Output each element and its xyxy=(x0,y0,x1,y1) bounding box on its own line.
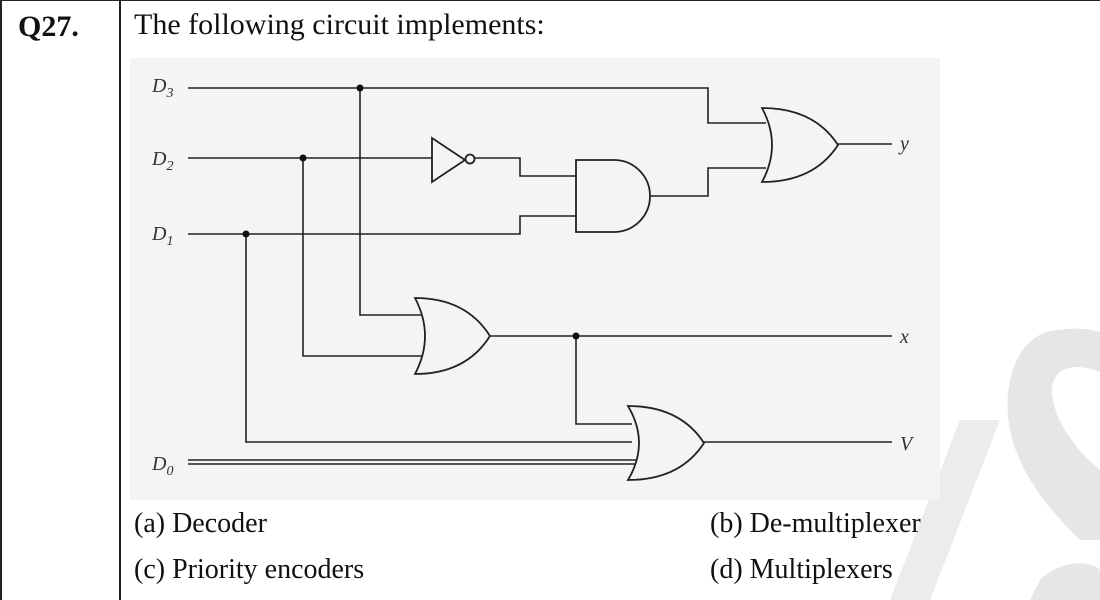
table-left-border xyxy=(0,0,2,600)
option-a: (a) Decoder xyxy=(134,508,267,539)
question-number: Q27. xyxy=(18,10,79,43)
output-label-v: V xyxy=(900,433,915,455)
wire-d3-branch xyxy=(359,88,422,316)
input-label-d1: D1 xyxy=(151,223,173,249)
wire-and-out xyxy=(650,167,766,197)
table-column-divider xyxy=(119,0,121,600)
junction-d1 xyxy=(242,230,250,238)
junction-x xyxy=(572,332,580,340)
not-gate xyxy=(431,136,467,184)
option-c: (c) Priority encoders xyxy=(134,554,365,585)
input-label-d0: D0 xyxy=(151,453,173,479)
wire-d3 xyxy=(188,87,766,124)
output-label-x: x xyxy=(899,326,909,348)
or-gate-y xyxy=(760,107,840,183)
table-top-border xyxy=(0,0,1100,1)
wire-d1-branch xyxy=(245,234,632,443)
circuit-diagram: D3 D2 D1 D0 y x V xyxy=(130,58,940,500)
input-label-d2: D2 xyxy=(151,148,173,174)
wire-d1 xyxy=(188,215,576,235)
output-label-y: y xyxy=(898,133,909,155)
wire-d2-branch xyxy=(302,158,422,357)
or-gate-v xyxy=(626,405,706,481)
wire-not-out xyxy=(475,157,576,177)
input-label-d3: D3 xyxy=(151,75,173,101)
and-gate xyxy=(575,159,651,233)
option-b: (b) De-multiplexer xyxy=(710,508,921,539)
junction-d3 xyxy=(356,84,364,92)
question-text: The following circuit implements: xyxy=(134,8,545,41)
not-gate-bubble xyxy=(464,153,476,165)
wire-x-branch xyxy=(575,336,632,425)
or-gate-x xyxy=(413,297,492,375)
option-d: (d) Multiplexers xyxy=(710,554,893,585)
junction-d2 xyxy=(299,154,307,162)
